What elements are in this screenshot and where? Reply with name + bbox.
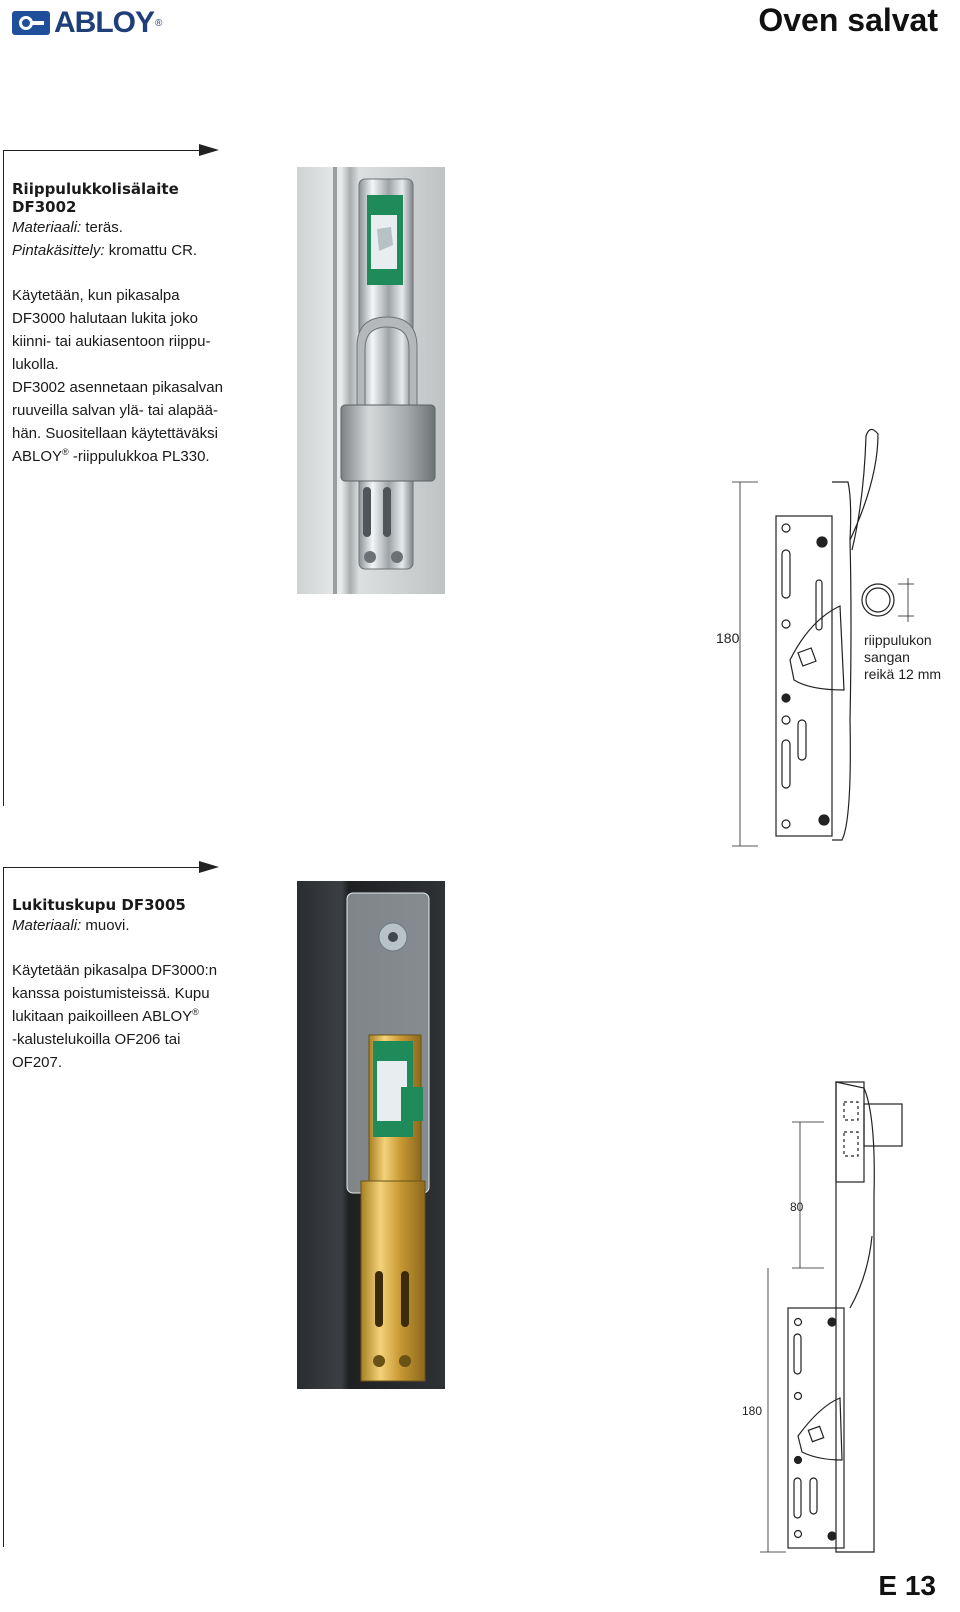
section2-desc-line: kanssa poistumisteissä. Kupu [12, 985, 210, 1002]
section1-desc-line: Käytetään, kun pikasalpa [12, 287, 180, 304]
section2-heading: Lukituskupu DF3005 [12, 896, 186, 914]
section1-top-rule [3, 150, 199, 151]
section1-text: Riippulukkolisälaite DF3002 Materiaali: … [12, 180, 252, 468]
section1-desc-line: kiinni- tai aukiasentoon riippu- [12, 333, 211, 350]
abloy-logo: ABLOY ® [12, 6, 162, 40]
section2-dimension-top: 80 [790, 1200, 804, 1214]
finish-value: kromattu CR. [104, 242, 198, 259]
registered-mark-inline: ® [192, 1007, 199, 1017]
section2-desc-line: Käytetään pikasalpa DF3000:n [12, 962, 218, 979]
padlock-model: -riippulukkoa PL330. [68, 448, 210, 465]
material-label: Materiaali: [12, 917, 82, 934]
registered-mark-inline: ® [62, 447, 69, 457]
section1-dimension-label: 180 [716, 630, 740, 646]
material-label: Materiaali: [12, 219, 82, 236]
material-value: muovi. [81, 917, 130, 934]
section2-material: Materiaali: muovi. [12, 914, 252, 937]
section2-desc-line: lukitaan paikoilleen ABLOY® [12, 1005, 252, 1028]
section1-desc-line: hän. Suositellaan käytettäväksi [12, 425, 218, 442]
desc-text: lukitaan paikoilleen ABLOY [12, 1008, 193, 1025]
section2-left-rule [3, 867, 4, 1547]
registered-mark: ® [155, 17, 163, 29]
abloy-logo-icon [12, 11, 50, 35]
note-line: reikä 12 mm [864, 666, 942, 682]
section2-text: Lukituskupu DF3005 Materiaali: muovi. Kä… [12, 896, 252, 1074]
section1-material: Materiaali: teräs. [12, 216, 252, 239]
section1-desc-line: ruuveilla salvan ylä- tai alapää- [12, 402, 218, 419]
padlock-accessory-photo [297, 167, 445, 594]
section1-desc-line: lukolla. [12, 356, 59, 373]
section2-desc-line: -kalustelukoilla OF206 tai [12, 1031, 181, 1048]
section1-technical-drawing [700, 420, 950, 850]
section1-finish: Pintakäsittely: kromattu CR. [12, 239, 252, 262]
note-line: riippulukon [864, 632, 932, 648]
material-value: teräs. [81, 219, 123, 236]
finish-label: Pintakäsittely: [12, 242, 105, 259]
locking-cover-photo [297, 881, 445, 1389]
note-line: sangan [864, 649, 910, 665]
section1-desc-line: DF3000 halutaan lukita joko [12, 310, 198, 327]
section1-desc-line: DF3002 asennetaan pikasalvan [12, 379, 223, 396]
section2-technical-drawing [740, 1076, 950, 1556]
page-title: Oven salvat [758, 2, 938, 38]
section2-arrow-icon [199, 861, 219, 873]
section2-top-rule [3, 867, 199, 868]
section1-heading-line1: Riippulukkolisälaite [12, 180, 179, 198]
brand-name: ABLOY [54, 6, 155, 39]
section2-dimension-bottom: 180 [742, 1404, 763, 1418]
section2-desc-line: OF207. [12, 1054, 63, 1071]
section1-desc-last-line: ABLOY® -riippulukkoa PL330. [12, 445, 252, 468]
page-number: E 13 [878, 1570, 936, 1601]
section1-arrow-icon [199, 144, 219, 156]
section1-left-rule [3, 150, 4, 806]
padlock-hole-note: riippulukon sangan reikä 12 mm [864, 632, 941, 683]
section1-heading-line2: DF3002 [12, 198, 77, 216]
brand-inline: ABLOY [12, 448, 63, 465]
